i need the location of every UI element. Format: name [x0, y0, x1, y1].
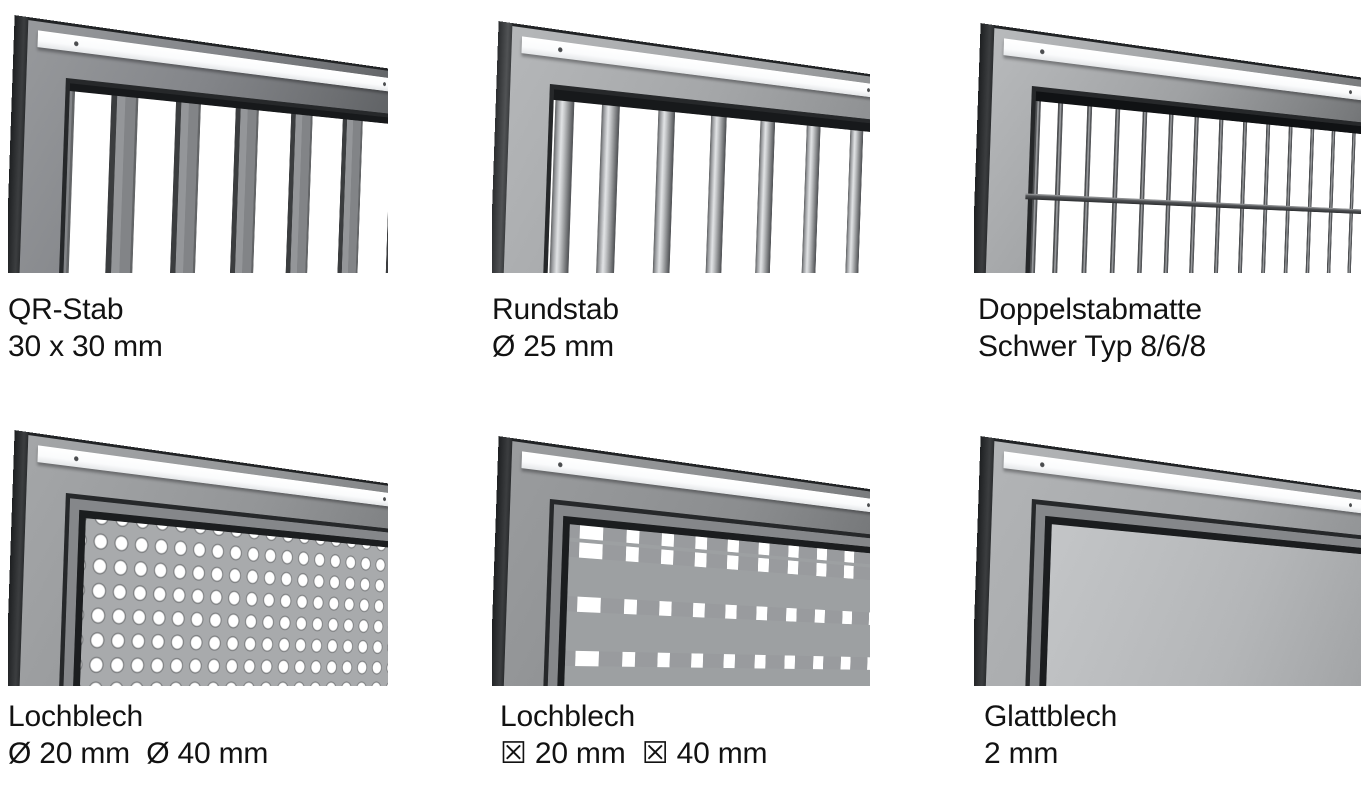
product-card-glattblech: Glattblech 2 mm: [974, 428, 1361, 772]
product-label: QR-Stab 30 x 30 mm: [8, 291, 388, 365]
product-name: Rundstab: [492, 293, 619, 326]
screw-dot: [1040, 462, 1045, 468]
product-image-lochblech-rund[interactable]: [8, 428, 388, 686]
gate-corner-render: [8, 430, 388, 686]
gate-corner-render: [492, 21, 870, 273]
screw-dot: [1040, 49, 1045, 55]
solid-sheet: [1037, 524, 1361, 686]
product-name: Glattblech: [984, 700, 1118, 733]
screw-dot: [1348, 502, 1352, 508]
product-dimensions: Ø 25 mm: [492, 330, 614, 363]
product-label: Lochblech ☒ 20 mm ☒ 40 mm: [492, 698, 870, 772]
infill-area: [55, 83, 388, 273]
product-card-lochblech-quadrat: Lochblech ☒ 20 mm ☒ 40 mm: [492, 428, 870, 772]
screw-dot: [382, 81, 386, 87]
product-label: Doppelstabmatte Schwer Typ 8/6/8: [974, 291, 1361, 365]
product-card-doppelstabmatte: Doppelstabmatte Schwer Typ 8/6/8: [974, 15, 1361, 365]
product-image-rundstab[interactable]: [492, 15, 870, 273]
product-name: Lochblech: [500, 700, 635, 733]
infill-area: [55, 498, 388, 686]
product-dimensions: Schwer Typ 8/6/8: [978, 330, 1207, 363]
screw-dot: [74, 41, 79, 47]
product-card-rundstab: Rundstab Ø 25 mm: [492, 15, 870, 365]
product-image-qr-stab[interactable]: [8, 15, 388, 273]
product-label: Lochblech Ø 20 mm Ø 40 mm: [8, 698, 388, 772]
product-name: Lochblech: [8, 700, 143, 733]
product-name: Doppelstabmatte: [978, 293, 1202, 326]
product-card-qr-stab: QR-Stab 30 x 30 mm: [8, 15, 388, 365]
screw-dot: [74, 456, 79, 462]
product-dimensions: 2 mm: [984, 737, 1059, 770]
screw-dot: [558, 47, 563, 53]
product-row-top: QR-Stab 30 x 30 mm: [8, 15, 1361, 365]
perforated-sheet-square: [555, 524, 870, 686]
product-name: QR-Stab: [8, 293, 124, 326]
gate-corner-render: [8, 15, 388, 273]
product-dimensions: 30 x 30 mm: [8, 330, 163, 363]
gate-corner-render: [492, 436, 870, 686]
product-card-lochblech-rund: Lochblech Ø 20 mm Ø 40 mm: [8, 428, 388, 772]
gate-corner-render: [974, 436, 1361, 686]
gate-corner-render: [974, 23, 1361, 273]
screw-dot: [1348, 89, 1352, 95]
perforated-sheet-round: [71, 518, 388, 686]
product-grid: QR-Stab 30 x 30 mm: [8, 15, 1361, 772]
screw-dot: [382, 496, 386, 502]
product-image-glattblech[interactable]: [974, 428, 1361, 686]
screw-dot: [866, 502, 870, 508]
screw-dot: [558, 462, 563, 468]
product-image-lochblech-quadrat[interactable]: [492, 428, 870, 686]
product-row-bottom: Lochblech Ø 20 mm Ø 40 mm: [8, 428, 1361, 772]
screw-dot: [866, 87, 870, 93]
product-dimensions: ☒ 20 mm ☒ 40 mm: [500, 737, 768, 770]
product-label: Glattblech 2 mm: [974, 698, 1361, 772]
product-image-doppelstabmatte[interactable]: [974, 15, 1361, 273]
product-label: Rundstab Ø 25 mm: [492, 291, 870, 365]
product-dimensions: Ø 20 mm Ø 40 mm: [8, 737, 269, 770]
